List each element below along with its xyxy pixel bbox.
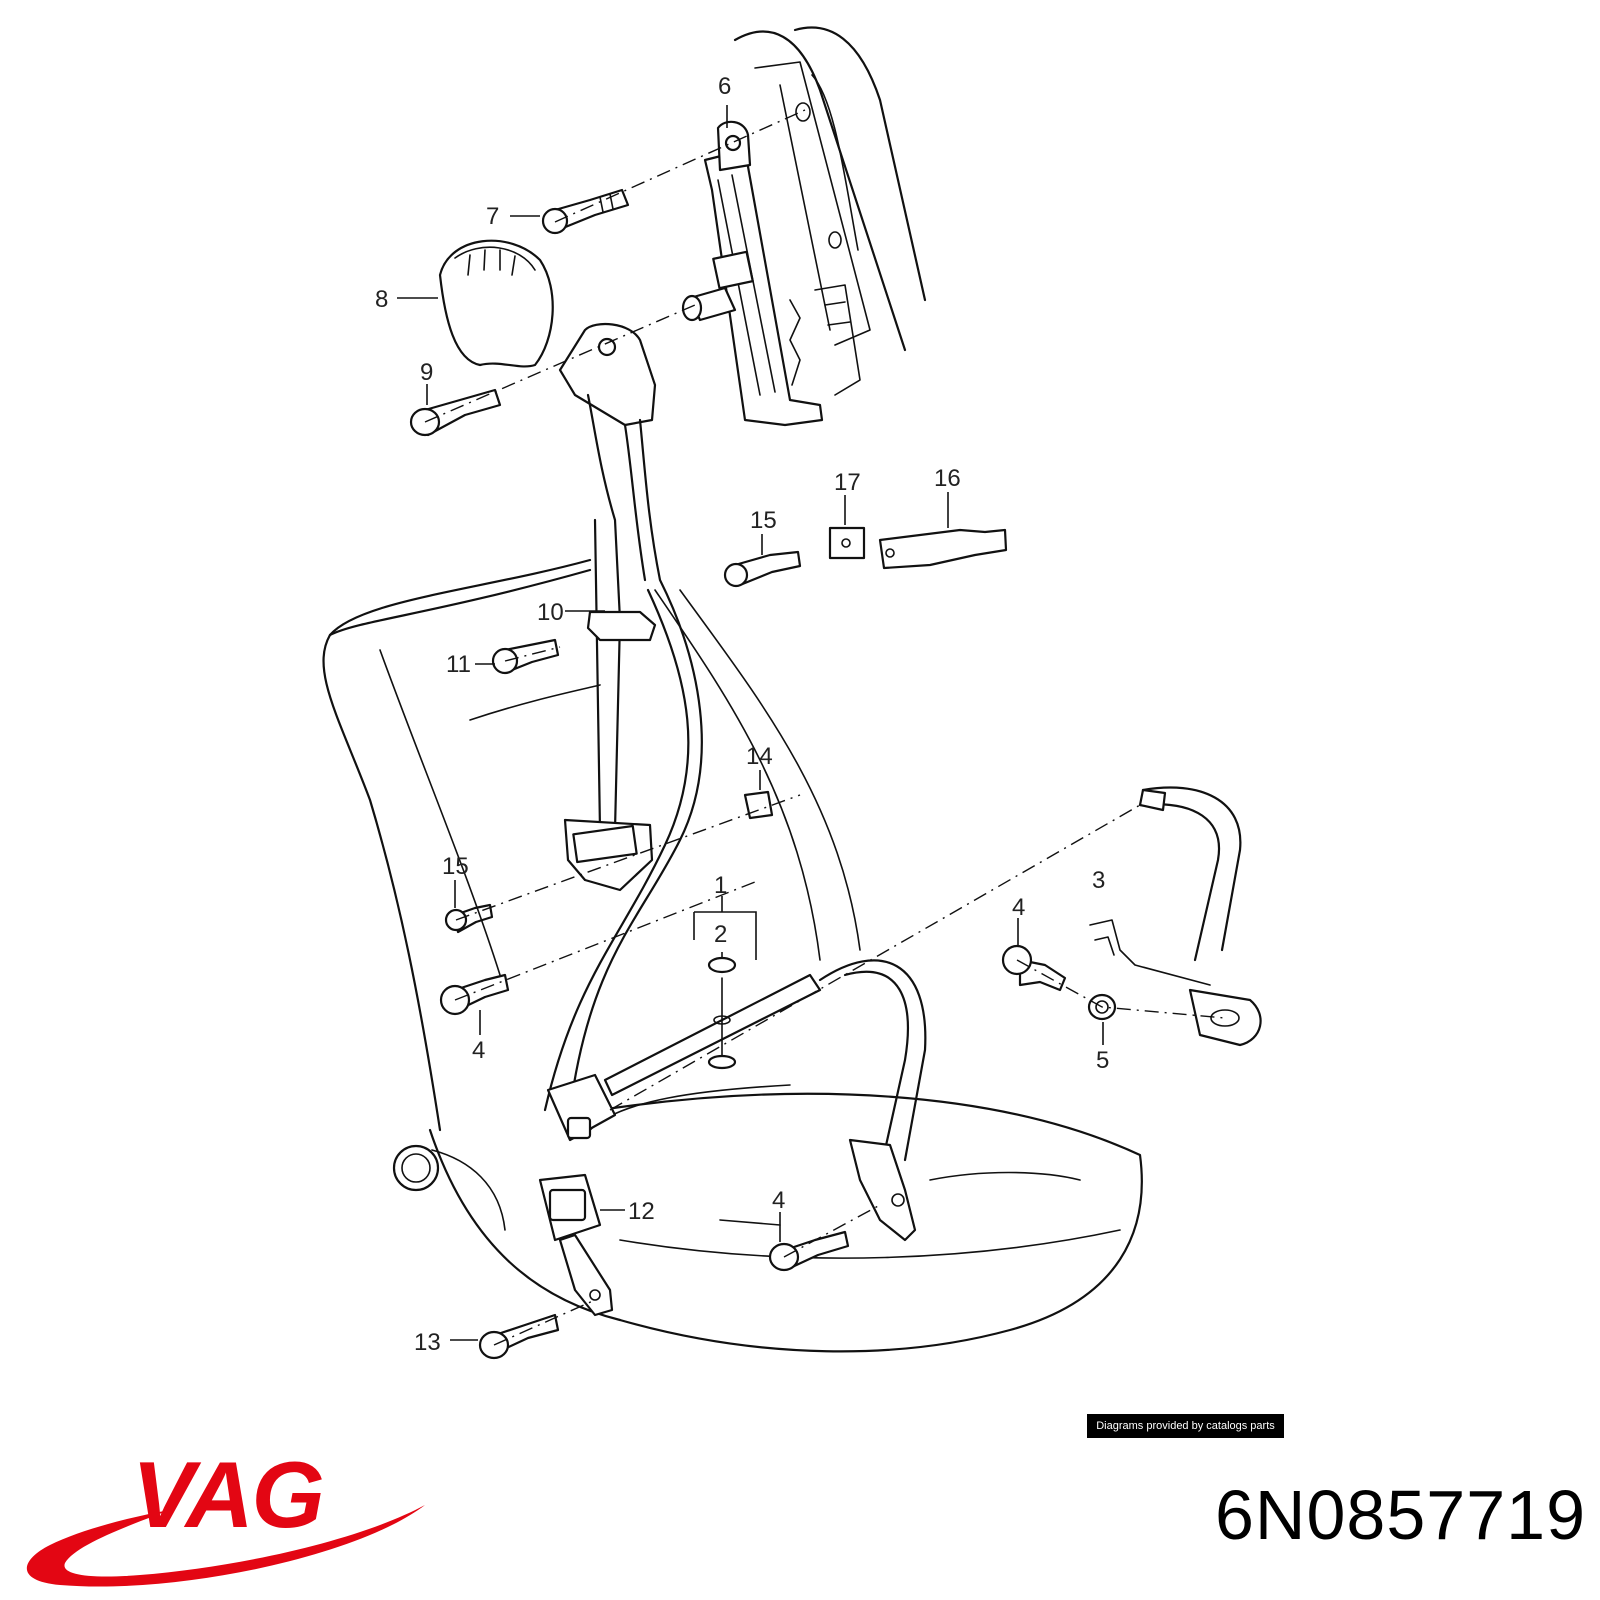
seat-belt-webbing	[543, 323, 703, 1112]
part-4-bolts	[439, 944, 1067, 1272]
assembly-centerlines	[424, 109, 1226, 1346]
logo-text: VAG	[132, 1445, 323, 1547]
part-3-anchor	[1089, 786, 1262, 1047]
part-15-bolts	[444, 550, 802, 934]
lower-belt-guide	[563, 818, 654, 892]
callout-1: 1	[714, 872, 727, 899]
callout-11: 11	[446, 651, 471, 678]
callout-labels: 6 7 8 9 17 16 15 10 11 14 15 1 2 3 4 4 5…	[375, 73, 1109, 1356]
height-adjuster-rail	[681, 148, 861, 427]
latch-plate	[546, 1073, 617, 1142]
part-10-clip	[586, 610, 657, 642]
callout-15b: 15	[442, 853, 469, 880]
callout-8: 8	[375, 286, 388, 313]
callout-3: 3	[1092, 867, 1105, 894]
callout-7: 7	[486, 203, 499, 230]
b-pillar	[733, 26, 927, 352]
callout-16: 16	[934, 465, 961, 492]
callout-5: 5	[1096, 1047, 1109, 1074]
part-12-buckle	[538, 1173, 614, 1317]
callout-14: 14	[746, 743, 773, 770]
diagram-credit: Diagrams provided by catalogs parts	[1087, 1414, 1284, 1438]
recliner-knob	[392, 1144, 506, 1231]
part-8-cover	[438, 239, 554, 368]
seat-cushion	[428, 1084, 1143, 1353]
part-14-nut	[743, 790, 774, 820]
callout-4c: 4	[772, 1187, 785, 1214]
callout-6: 6	[718, 73, 731, 100]
part-6-bracket	[716, 120, 752, 172]
part-9-bolt	[409, 388, 502, 437]
inner-lap-strap	[818, 959, 927, 1242]
callout-13: 13	[414, 1329, 441, 1356]
callout-17: 17	[834, 469, 861, 496]
part-7-bolt	[541, 188, 630, 235]
seat-back	[322, 558, 861, 1132]
part-16-17-clip	[828, 526, 1008, 570]
callout-4b: 4	[472, 1037, 485, 1064]
callout-4a: 4	[1012, 894, 1025, 921]
callout-9: 9	[420, 359, 433, 386]
callout-2: 2	[714, 921, 727, 948]
callout-leaders	[397, 105, 1104, 1341]
vag-logo: VAG	[26, 1445, 426, 1587]
part-number: 6N0857719	[1215, 1476, 1586, 1554]
callout-15a: 15	[750, 507, 777, 534]
callout-10: 10	[537, 599, 564, 626]
part-1-2-rail	[603, 956, 822, 1097]
logo-swoosh	[26, 1505, 426, 1587]
callout-12: 12	[628, 1198, 655, 1225]
